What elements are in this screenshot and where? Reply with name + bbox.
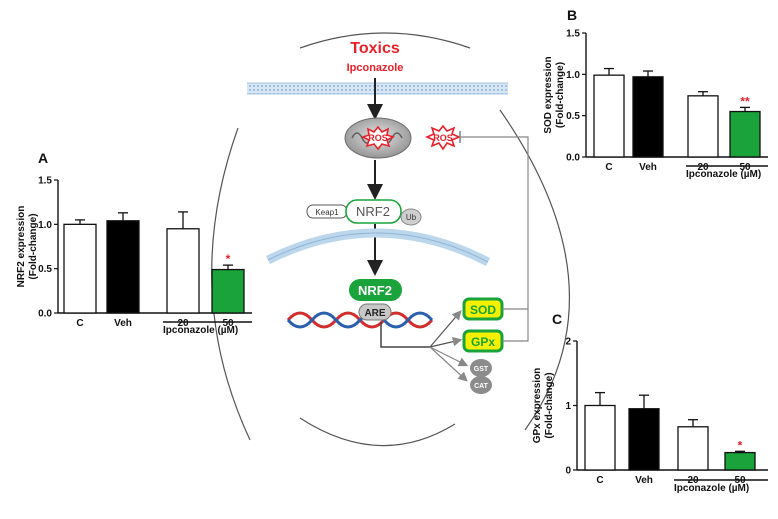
are-box — [358, 303, 392, 321]
bar-veh — [106, 220, 140, 314]
dna-helix-icon — [286, 311, 434, 329]
x-tick-label: 50 — [739, 162, 751, 173]
x-tick-label: C — [596, 475, 603, 486]
bar-20 — [687, 95, 719, 158]
y-axis-label-line1: SOD expression — [543, 56, 554, 133]
y-tick-label: 1.5 — [38, 176, 52, 187]
x-tick-label: Veh — [639, 162, 657, 173]
x-tick-label: Veh — [114, 318, 132, 329]
bar-20 — [677, 426, 709, 471]
x-tick-label: Veh — [635, 475, 653, 486]
y-axis-label-line1: NRF2 expression — [16, 206, 27, 288]
gpx-label: GPx — [471, 335, 495, 349]
ros-burst-icon — [360, 125, 396, 151]
toxics-title: Toxics — [350, 40, 400, 57]
y-axis-label-line2: (Fold-change) — [555, 62, 566, 128]
bar-c — [63, 223, 97, 314]
y-axis-label-line2: (Fold-change) — [28, 213, 39, 279]
cat-circle — [470, 376, 492, 394]
bar-c — [593, 74, 625, 158]
x-tick-label: 20 — [697, 162, 709, 173]
sod-label: SOD — [470, 303, 496, 317]
y-tick-label: 1 — [565, 401, 571, 412]
y-tick-label: 1.0 — [38, 220, 52, 231]
panel-letter: A — [38, 150, 48, 166]
y-tick-label: 0.0 — [566, 153, 580, 164]
pathway-diagram: Toxics Ipconazole ROS ROS Keap1 NRF2 Ub — [211, 32, 571, 447]
ub-label: Ub — [406, 213, 417, 222]
bar-20 — [166, 228, 200, 314]
ros-burst-right-icon — [424, 124, 462, 151]
y-tick-label: 0.5 — [566, 111, 580, 122]
group-label: Ipconazole (µM) — [686, 169, 761, 180]
nrf2-cytoplasm-label: NRF2 — [356, 204, 390, 219]
y-tick-label: 1.0 — [566, 70, 580, 81]
cell-outline-top — [299, 32, 471, 49]
plasma-membrane — [247, 83, 508, 94]
bar-50 — [211, 268, 245, 314]
nrf2-cytoplasm-box — [345, 199, 402, 224]
group-label: Ipconazole (µM) — [674, 483, 749, 494]
ub-circle — [400, 208, 422, 226]
x-tick-label: 20 — [177, 318, 189, 329]
bar-50 — [724, 451, 756, 471]
y-tick-label: 1.5 — [566, 29, 580, 40]
bar-veh — [632, 76, 664, 158]
toxics-subtitle: Ipconazole — [347, 62, 404, 74]
bar-50 — [729, 110, 761, 158]
significance-marker: * — [738, 438, 743, 452]
gst-label: GST — [474, 366, 489, 373]
y-tick-label: 0.5 — [38, 264, 52, 275]
cat-label: CAT — [474, 383, 489, 390]
ros-label-left: ROS — [368, 133, 388, 143]
bar-c — [584, 404, 616, 471]
y-tick-label: 2 — [565, 337, 571, 348]
significance-marker: * — [226, 252, 231, 266]
nrf2-nucleus-box — [349, 279, 402, 301]
significance-marker: ** — [740, 94, 750, 108]
y-axis-label-line1: GPx expression — [532, 368, 543, 444]
y-tick-label: 0 — [565, 466, 571, 477]
y-axis-label-line2: (Fold-change) — [544, 372, 555, 438]
cell-outline-right — [499, 109, 571, 431]
panel-letter: C — [552, 311, 562, 327]
arrow-transcription — [380, 322, 430, 348]
x-tick-label: C — [76, 318, 83, 329]
nrf2-nucleus-label: NRF2 — [358, 283, 392, 298]
keap1-label: Keap1 — [315, 208, 339, 217]
are-label: ARE — [364, 308, 385, 319]
bar-veh — [628, 408, 660, 471]
ros-label-right: ROS — [433, 133, 453, 143]
x-tick-label: 50 — [222, 318, 234, 329]
panel-letter: B — [567, 7, 577, 23]
inhibition-feedback-line — [460, 136, 529, 310]
gst-circle — [470, 359, 492, 377]
cell-outline-bottom — [299, 417, 456, 447]
x-tick-label: C — [605, 162, 612, 173]
y-tick-label: 0.0 — [38, 309, 52, 320]
group-label: Ipconazole (µM) — [163, 325, 238, 336]
